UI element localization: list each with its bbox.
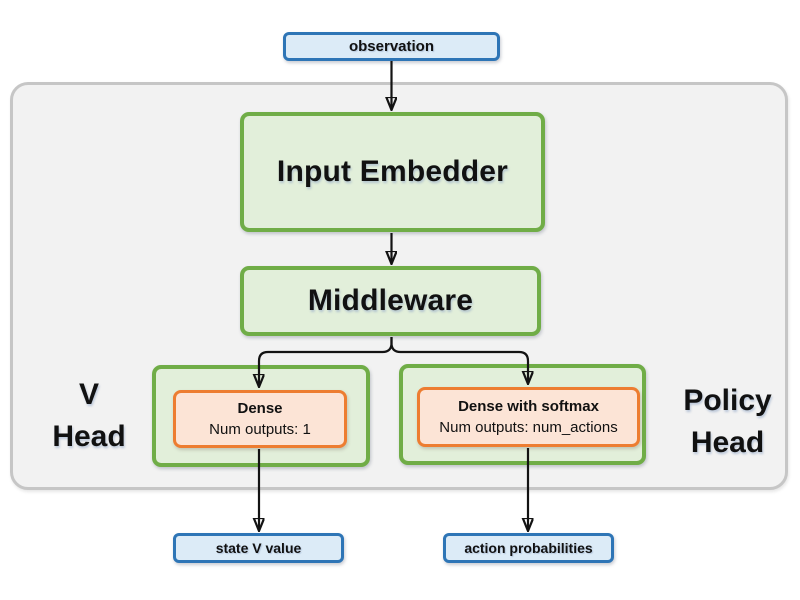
- middleware-label: Middleware: [307, 284, 474, 317]
- v-head-dense-title: Dense: [237, 400, 283, 417]
- policy-head-dense-subtitle: Num outputs: num_actions: [439, 419, 618, 436]
- state-v-value-node: state V value: [173, 533, 344, 563]
- v-head-dense-node: Dense Num outputs: 1: [173, 390, 347, 448]
- state-v-value-label: state V value: [215, 540, 302, 556]
- observation-label: observation: [348, 38, 435, 55]
- policy-head-label-line2: Head: [690, 426, 765, 459]
- action-probabilities-node: action probabilities: [443, 533, 614, 563]
- middleware-node: Middleware: [240, 266, 541, 336]
- action-probabilities-label: action probabilities: [464, 540, 593, 556]
- v-head-dense-subtitle: Num outputs: 1: [209, 421, 311, 438]
- v-head-label-line1: V: [78, 378, 99, 411]
- v-head-label-line2: Head: [52, 420, 126, 453]
- observation-node: observation: [283, 32, 500, 61]
- policy-head-label-line1: Policy: [683, 384, 772, 417]
- input-embedder-label: Input Embedder: [276, 155, 509, 188]
- policy-head-label: Policy Head: [655, 380, 800, 464]
- policy-head-dense-node: Dense with softmax Num outputs: num_acti…: [417, 387, 640, 447]
- input-embedder-node: Input Embedder: [240, 112, 545, 232]
- policy-head-dense-title: Dense with softmax: [458, 398, 599, 415]
- v-head-label: V Head: [33, 374, 145, 458]
